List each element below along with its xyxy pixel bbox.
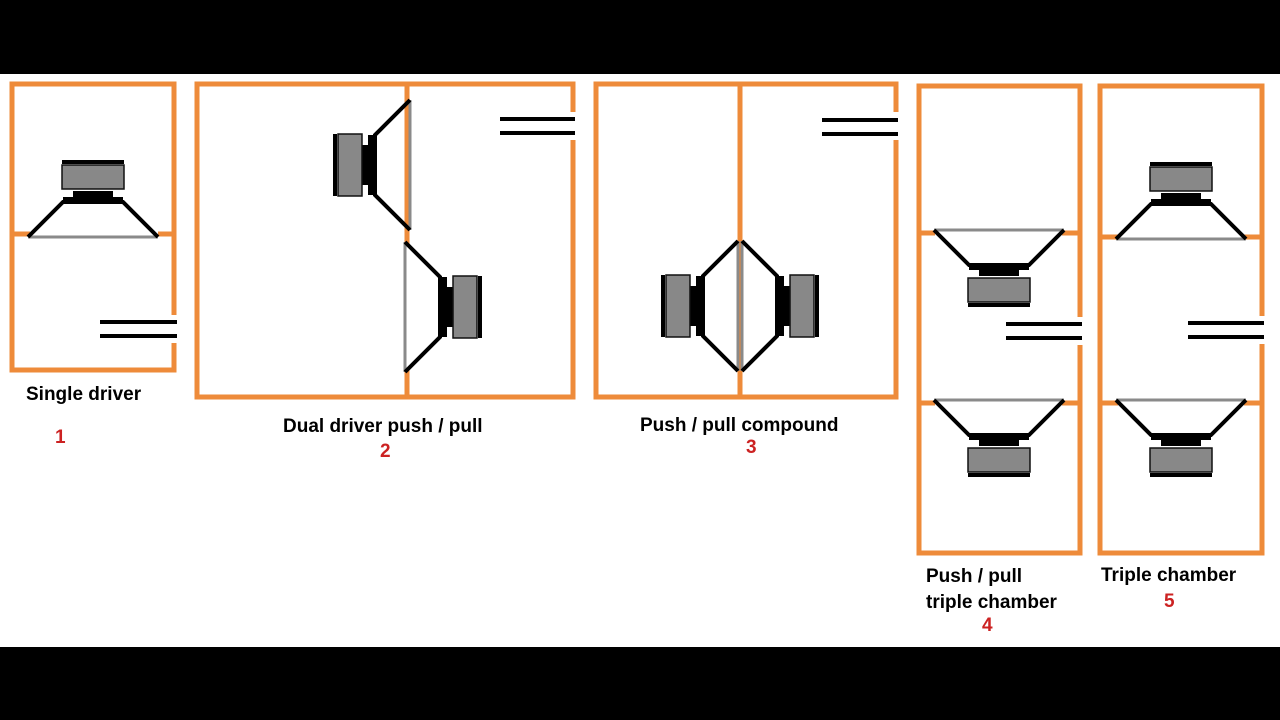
enclosure-3: [593, 81, 899, 400]
bottom-letterbox-bar: [0, 647, 1280, 720]
design-4-push-pull-triple-chamber: [916, 83, 1087, 556]
enclosure-5: [1097, 83, 1265, 556]
speaker-driver-icon: [331, 98, 412, 232]
label-design-5: Triple chamber: [1101, 565, 1237, 586]
number-design-1: 1: [55, 427, 66, 448]
speaker-driver-icon: [1114, 398, 1248, 479]
number-design-5: 5: [1164, 591, 1175, 612]
enclosure-1: [9, 81, 177, 373]
speaker-driver-icon: [659, 239, 740, 373]
enclosure-2: [194, 81, 576, 400]
label-design-1: Single driver: [26, 384, 142, 405]
speaker-driver-icon: [26, 158, 160, 239]
design-1-single-driver: [9, 81, 179, 373]
speaker-driver-icon: [932, 228, 1066, 309]
speaker-driver-icon: [1114, 160, 1248, 241]
design-2-dual-driver-push-pull: [194, 81, 580, 400]
label-design-2: Dual driver push / pull: [283, 416, 483, 437]
design-5-triple-chamber: [1097, 83, 1269, 556]
label-design-4-line1: Push / pull: [926, 566, 1023, 587]
speaker-driver-icon: [740, 239, 821, 373]
enclosure-4: [916, 83, 1083, 556]
number-design-3: 3: [746, 437, 757, 458]
top-letterbox-bar: [0, 0, 1280, 74]
number-design-2: 2: [380, 441, 391, 462]
speaker-driver-icon: [932, 398, 1066, 479]
number-design-4: 4: [982, 615, 993, 636]
label-design-4-line2: triple chamber: [926, 592, 1057, 613]
design-3-push-pull-compound: [593, 81, 903, 400]
speaker-driver-icon: [403, 240, 484, 374]
label-design-3: Push / pull compound: [640, 415, 839, 436]
